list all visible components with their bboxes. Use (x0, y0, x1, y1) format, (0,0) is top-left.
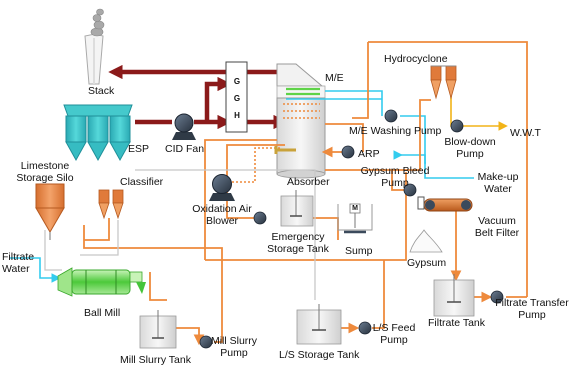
slurry-mill-out (149, 272, 167, 301)
label-filtrate-water: Filtrate Water (2, 251, 35, 275)
label-ggh-g1: G (233, 77, 241, 86)
label-gypsum: Gypsum (407, 257, 447, 269)
ggh-icon (225, 61, 248, 133)
flue-gas-lines (108, 64, 288, 130)
label-filtrate-tank: Filtrate Tank (428, 317, 485, 329)
slurry-classifier (84, 218, 110, 241)
label-ggh-g2: G (233, 94, 241, 103)
label-sump: Sump (345, 245, 373, 257)
water-lines (10, 90, 474, 283)
oxidation-air-lines (232, 147, 282, 183)
misc-lines (44, 169, 316, 300)
slurry-emergency-return (226, 144, 285, 160)
hydrocyclone-icon (430, 65, 457, 100)
label-sump-m: M (352, 205, 358, 212)
label-gypsum-bleed-pump: Gypsum Bleed Pump (360, 165, 430, 189)
slurry-lines (83, 41, 528, 346)
slurry-ls-header (204, 139, 277, 260)
slurry-mill-tank-out (176, 327, 205, 346)
label-wwt: W.W.T (510, 127, 541, 139)
label-vacuum-belt-filter: Vacuum Belt Filter (474, 215, 520, 239)
label-me-washing-pump: M/E Washing Pump (349, 125, 442, 137)
mist-eliminator-icon (276, 63, 326, 99)
slurry-bleed-to-cyclone (392, 99, 431, 171)
hydrocyclone-icon (98, 189, 124, 220)
gypsum-pile-icon (409, 229, 443, 253)
slurry-filtrate-transfer-return (368, 41, 528, 297)
label-mill-slurry-pump: Mill Slurry Pump (210, 335, 258, 359)
flue-bypass (204, 76, 232, 122)
pump-icon (253, 211, 267, 225)
belt-filter-icon (417, 196, 473, 212)
pump-icon (358, 321, 372, 335)
sump-icon (337, 203, 373, 234)
label-classifier: Classifier (120, 176, 164, 188)
label-mill-slurry-tank: Mill Slurry Tank (120, 354, 191, 366)
pump-icon (490, 290, 504, 304)
label-ls-feed-pump: L/S Feed Pump (372, 322, 416, 346)
label-arp: ARP (358, 148, 380, 160)
label-stack: Stack (88, 85, 115, 97)
fan-icon (172, 113, 196, 140)
label-limestone-silo: Limestone Storage Silo (16, 160, 74, 184)
tank-icon (139, 310, 177, 349)
absorber-icon (276, 97, 326, 179)
tank-icon (296, 304, 342, 345)
label-filtrate-transfer-pump: Filtrate Transfer Pump (495, 297, 569, 321)
slurry-recirc (325, 123, 364, 152)
silo-icon (35, 183, 65, 240)
pump-icon (384, 109, 398, 123)
air-sparger-icon (274, 146, 296, 154)
label-cid-fan: CID Fan (165, 143, 205, 155)
label-makeup-water: Make-up Water (477, 171, 519, 195)
label-emergency-tank: Emergency Storage Tank (267, 231, 329, 255)
tank-icon (280, 190, 314, 227)
label-esp: ESP (128, 143, 150, 155)
label-oxidation-air-blower: Oxidation Air Blower (192, 203, 252, 227)
label-hydrocyclone: Hydrocyclone (384, 53, 448, 65)
label-blowdown-pump: Blow-down Pump (444, 136, 496, 160)
pump-icons (199, 109, 504, 349)
water-wash-return (400, 115, 426, 164)
label-ggh-h: H (234, 111, 240, 120)
slurry-ls-feed (372, 260, 385, 329)
pump-icon (403, 183, 417, 197)
smoke-icon (90, 8, 105, 37)
pump-icon (199, 335, 213, 349)
stack-icon (84, 33, 104, 85)
water-filtrate-to-mill (10, 257, 61, 283)
slurry-ls-loop (205, 172, 407, 261)
line-mill-classifier (80, 220, 119, 256)
water-me-wash-supply (325, 90, 383, 116)
pump-icon (450, 119, 464, 133)
label-ball-mill: Ball Mill (84, 307, 121, 319)
pump-icon (341, 145, 355, 159)
label-absorber: Absorber (287, 176, 330, 188)
slurry-gypsum-bleed (325, 169, 404, 191)
line-silo-feed (44, 230, 62, 271)
slurry-cyclone-to-absorber (352, 42, 369, 119)
blower-icon (209, 174, 235, 201)
label-me: M/E (325, 72, 344, 84)
ball-mill-icon (57, 267, 146, 297)
esp-icon (63, 104, 133, 162)
water-makeup (397, 150, 474, 179)
tank-icon (433, 274, 475, 317)
label-ls-storage-tank: L/S Storage Tank (279, 349, 360, 361)
line-gray-1 (135, 169, 316, 300)
